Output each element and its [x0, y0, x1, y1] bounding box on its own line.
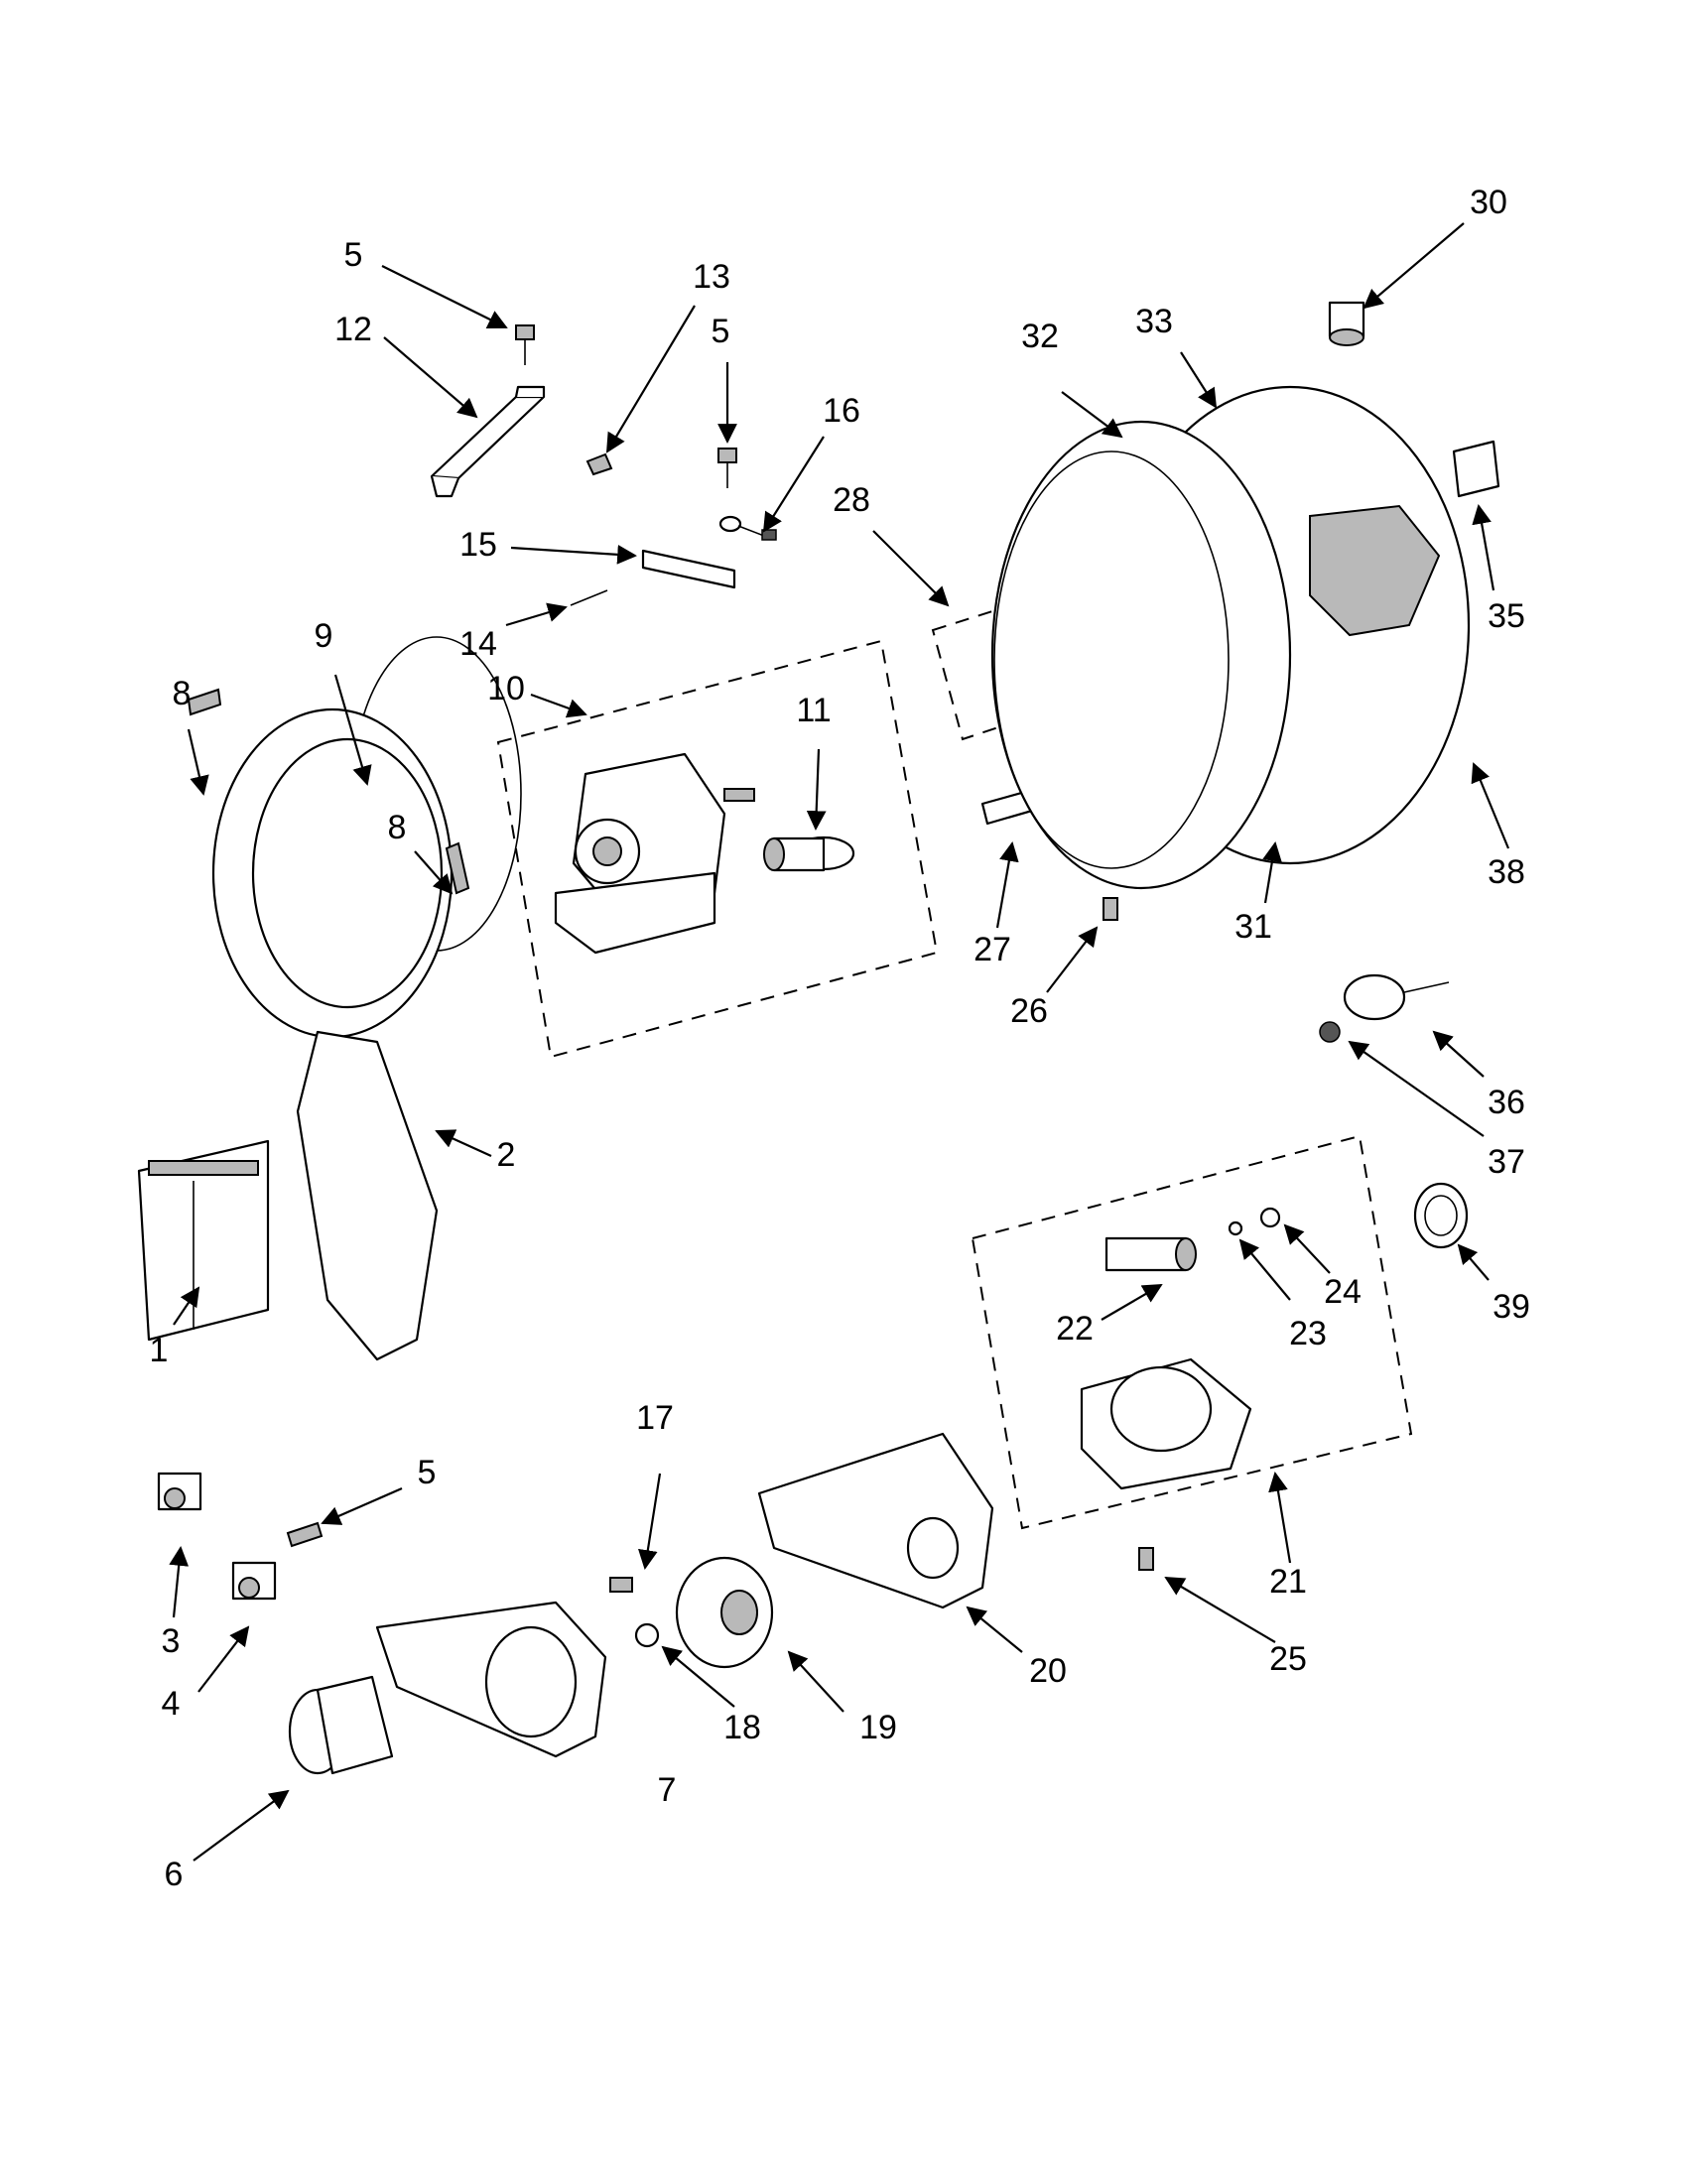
part-label-5-center: 5	[712, 313, 730, 350]
bar-drawing	[641, 549, 736, 589]
roller-drawing	[1328, 301, 1365, 346]
part-label-33: 33	[1135, 303, 1173, 340]
part-label-12: 12	[334, 311, 372, 348]
part-label-36: 36	[1488, 1084, 1525, 1121]
screw-drawing	[515, 324, 535, 365]
motor-assembly-box	[496, 639, 939, 1059]
part-label-6: 6	[165, 1856, 184, 1893]
belt-drawing	[757, 1432, 994, 1609]
part-label-37: 37	[1488, 1143, 1525, 1181]
duct-drawing	[288, 1675, 394, 1775]
sensor-drawing	[231, 1561, 277, 1601]
part-label-23: 23	[1289, 1315, 1327, 1352]
part-label-1: 1	[150, 1332, 169, 1369]
part-label-18: 18	[723, 1709, 761, 1746]
part-label-2: 2	[497, 1136, 516, 1174]
nut-drawing	[1259, 1207, 1281, 1228]
part-label-32: 32	[1021, 318, 1059, 355]
part-label-19: 19	[859, 1709, 897, 1746]
screw-drawing	[717, 448, 737, 488]
part-label-35: 35	[1488, 597, 1525, 635]
part-label-22: 22	[1056, 1310, 1094, 1348]
part-label-13: 13	[693, 258, 730, 296]
part-label-8-left: 8	[173, 675, 192, 712]
pin-drawing	[570, 589, 608, 606]
blower-housing-drawing	[375, 1601, 607, 1758]
sensor-drawing	[157, 1472, 202, 1511]
part-label-26: 26	[1010, 992, 1048, 1030]
leader-lines	[169, 222, 1510, 1862]
bearing-drawing	[1413, 1182, 1469, 1249]
screw-drawing	[1103, 897, 1118, 921]
screw-drawing	[286, 1521, 324, 1548]
part-label-17: 17	[636, 1399, 674, 1437]
screw-drawing	[1138, 1547, 1154, 1571]
part-label-5-top: 5	[344, 236, 363, 274]
part-label-8-right: 8	[388, 809, 407, 846]
part-label-4: 4	[162, 1685, 181, 1723]
clip-drawing	[585, 452, 613, 476]
part-labels: 1 2 3 4 5 5 5 6 7 8 8 9 10 11 12 13 14 1…	[150, 184, 1530, 1893]
part-label-28: 28	[833, 481, 870, 519]
part-label-5-bottom: 5	[418, 1454, 437, 1491]
capacitor-drawing	[1104, 1236, 1197, 1272]
terminal-drawing	[718, 515, 777, 541]
part-label-16: 16	[823, 392, 860, 430]
thermostat-drawing	[445, 841, 470, 895]
clip-drawing	[1452, 440, 1500, 498]
part-label-14: 14	[459, 625, 497, 663]
part-label-31: 31	[1234, 908, 1272, 946]
lint-housing-drawing	[137, 1139, 270, 1342]
drive-motor-assembly-box	[971, 1134, 1413, 1530]
part-label-3: 3	[162, 1622, 181, 1660]
motor-drawing	[554, 752, 755, 955]
part-label-11: 11	[796, 692, 831, 729]
bracket-drawing	[430, 385, 546, 498]
part-label-21: 21	[1269, 1563, 1307, 1601]
roller-shaft-drawing	[1343, 973, 1450, 1021]
part-label-30: 30	[1470, 184, 1507, 221]
screw-drawing	[609, 1577, 633, 1593]
part-label-38: 38	[1488, 853, 1525, 891]
part-label-27: 27	[974, 931, 1011, 968]
part-label-25: 25	[1269, 1640, 1307, 1678]
part-label-7: 7	[658, 1771, 677, 1809]
part-label-24: 24	[1324, 1273, 1362, 1311]
drive-motor-drawing	[1080, 1357, 1252, 1490]
nut-drawing	[1319, 1021, 1341, 1043]
part-label-20: 20	[1029, 1652, 1067, 1690]
thermostat-drawing	[187, 688, 222, 716]
part-label-39: 39	[1493, 1288, 1530, 1326]
bulkhead-drawing	[211, 707, 454, 1361]
drum-drawing	[990, 385, 1471, 890]
part-label-10: 10	[487, 670, 525, 707]
part-label-15: 15	[459, 526, 497, 564]
nut-drawing	[634, 1622, 660, 1648]
capacitor-drawing	[763, 835, 855, 872]
washer-drawing	[1228, 1220, 1243, 1236]
part-label-9: 9	[315, 617, 333, 655]
blower-wheel-drawing	[675, 1556, 774, 1669]
